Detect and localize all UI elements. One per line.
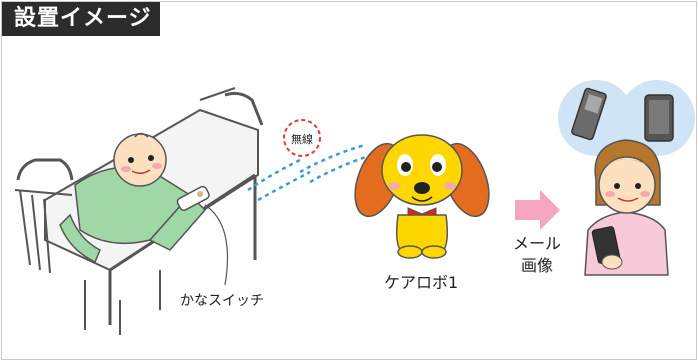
caregiver-illustration <box>584 139 669 276</box>
mail-label-line2: 画像 <box>520 256 553 275</box>
mail-image-label: メール 画像 <box>511 233 563 277</box>
mail-label-line1: メール <box>512 234 561 253</box>
patient-illustration <box>113 132 167 187</box>
bed-illustration <box>14 87 264 335</box>
care-robot-illustration <box>354 134 490 259</box>
diagram-title: 設置イメージ <box>2 2 160 36</box>
phones-illustration <box>558 80 695 156</box>
robot-label: ケアロボ1 <box>384 273 459 292</box>
wireless-label: 無線 <box>291 133 313 146</box>
arrow-icon <box>515 190 560 230</box>
switch-illustration <box>176 185 228 286</box>
wireless-signal <box>247 119 373 202</box>
wireless-circle <box>283 119 321 157</box>
switch-label: かなスイッチ <box>180 293 264 309</box>
